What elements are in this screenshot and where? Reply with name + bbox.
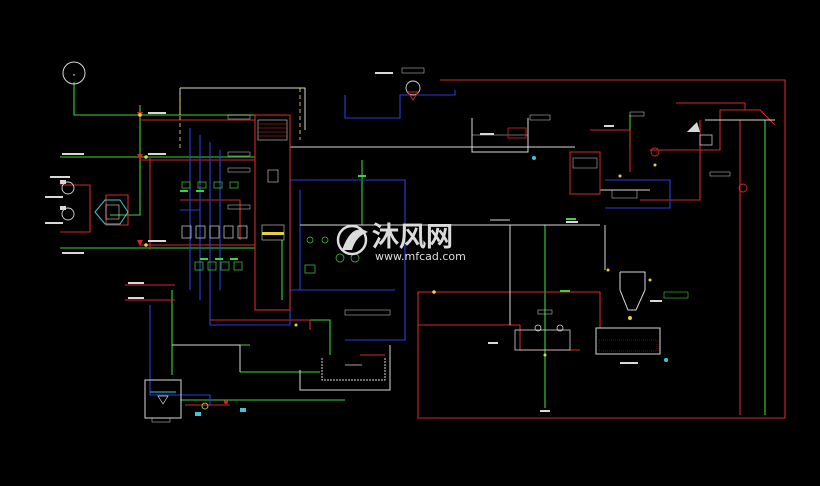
pump-group-center: [304, 236, 360, 274]
cooling-unit-row-top: [181, 181, 239, 189]
cooling-unit-row: [181, 225, 248, 239]
cooling-unit-row-lower: [194, 261, 243, 271]
boiler-tower: [254, 114, 291, 311]
tower-side-labels: [227, 114, 251, 210]
indicator-dots: [294, 163, 657, 357]
annotation-marks-green: [180, 175, 576, 292]
wastewater-pit: [321, 309, 391, 381]
watermark-logo-icon: [336, 224, 368, 256]
grate-icon: [676, 102, 776, 193]
svg-text:M: M: [73, 73, 76, 77]
watermark: 沐风网 www.mfcad.com: [336, 222, 466, 263]
valve-icon: [137, 112, 148, 247]
annotation-marks: [45, 72, 662, 412]
yellow-dashed-lines: [179, 88, 301, 150]
watermark-url: www.mfcad.com: [375, 250, 466, 263]
motor-icon: M: [62, 61, 86, 85]
filter-icon: [514, 309, 571, 351]
white-pipelines: [172, 87, 650, 391]
green-line-motor-feed: [73, 82, 255, 116]
bottom-left-tank: [144, 379, 182, 423]
cyclone-icon: [619, 271, 689, 320]
right-process-tank: [569, 111, 660, 199]
fan-icon: [60, 180, 75, 221]
watermark-brand: 沐风网: [372, 222, 453, 253]
settling-basin: [595, 327, 668, 362]
heat-exchanger: [94, 199, 129, 225]
pump-icon: [401, 67, 425, 101]
bottom-pumps: [195, 400, 246, 416]
